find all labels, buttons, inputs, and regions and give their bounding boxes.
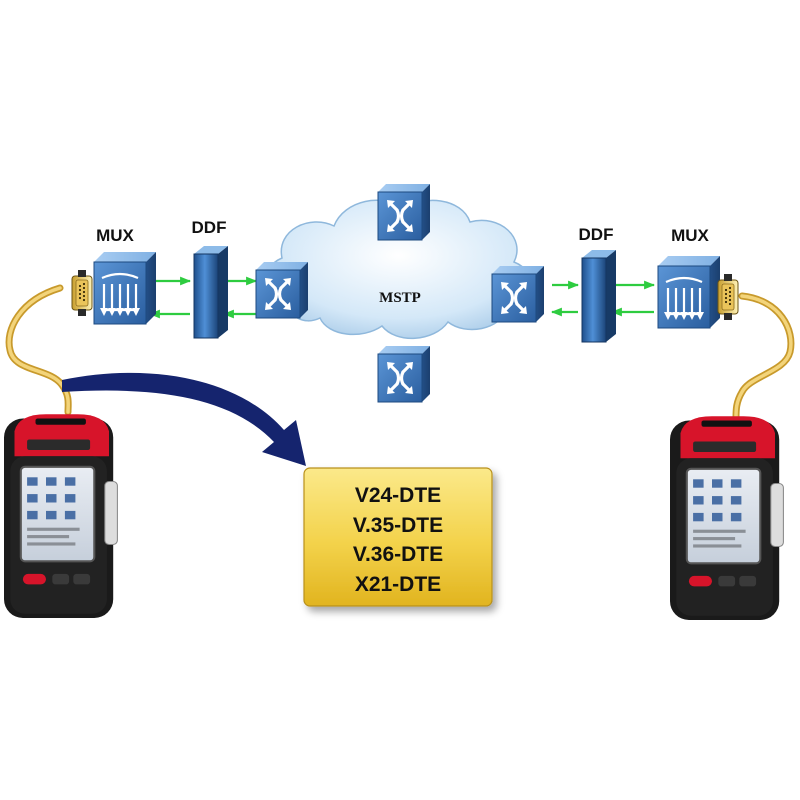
cable-left: [5, 284, 72, 416]
mux-icon: [92, 250, 158, 326]
label-mux-left: MUX: [96, 226, 134, 245]
interface-item: V.35-DTE: [353, 514, 443, 537]
interface-item: X21-DTE: [355, 573, 441, 596]
cable-right: [732, 292, 795, 422]
interface-item: V.36-DTE: [353, 543, 443, 566]
switch-icon: [376, 182, 432, 242]
db-connector-icon: [71, 269, 93, 317]
label-ddf-left: DDF: [192, 218, 227, 237]
label-ddf-right: DDF: [579, 225, 614, 244]
curved-arrow-icon: [62, 372, 306, 466]
switch-icon: [490, 264, 546, 324]
ddf-panel-icon: [581, 250, 616, 343]
switch-icon: [376, 344, 432, 404]
interface-box: [303, 467, 493, 607]
green-links: [148, 276, 656, 319]
handheld-tester-icon: [2, 413, 119, 620]
label-mux-right: MUX: [671, 226, 709, 245]
interface-item: V24-DTE: [355, 484, 441, 507]
db-connector-icon: [717, 273, 739, 321]
handheld-tester-icon: [668, 415, 785, 622]
cloud-icon: [265, 199, 532, 339]
switch-icon: [254, 260, 310, 320]
ddf-panel-icon: [193, 246, 228, 339]
label-cloud: MSTP: [379, 290, 421, 306]
mux-icon: [656, 254, 722, 330]
